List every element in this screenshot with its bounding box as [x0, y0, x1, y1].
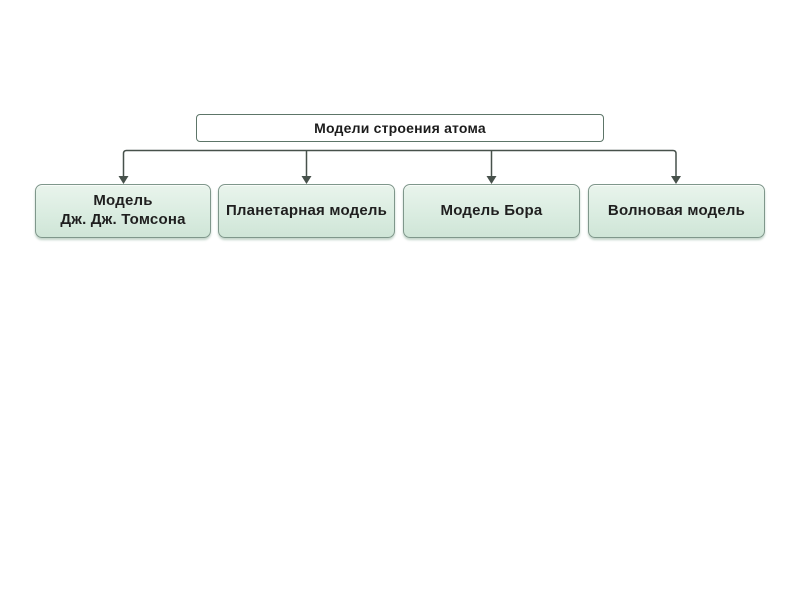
root-box: Модели строения атома: [196, 114, 604, 142]
model-box-bohr-label: Модель Бора: [440, 201, 543, 219]
model-box-thomson: Модель Дж. Дж. Томсона: [35, 184, 211, 238]
connector-trunk: [122, 149, 677, 177]
model-box-bohr: Модель Бора: [403, 184, 580, 238]
arrowhead-1: [118, 176, 129, 184]
arrowhead-4: [671, 176, 681, 184]
connector-arrows: [118, 149, 681, 184]
model-box-wave-label: Волновая модель: [607, 201, 746, 219]
model-box-planetary: Планетарная модель: [218, 184, 395, 238]
arrowhead-3: [486, 176, 497, 184]
model-box-planetary-label: Планетарная модель: [225, 201, 388, 219]
model-box-wave: Волновая модель: [588, 184, 765, 238]
arrowhead-2: [301, 176, 312, 184]
root-box-label: Модели строения атома: [314, 120, 486, 136]
model-box-thomson-label: Модель Дж. Дж. Томсона: [60, 192, 186, 228]
